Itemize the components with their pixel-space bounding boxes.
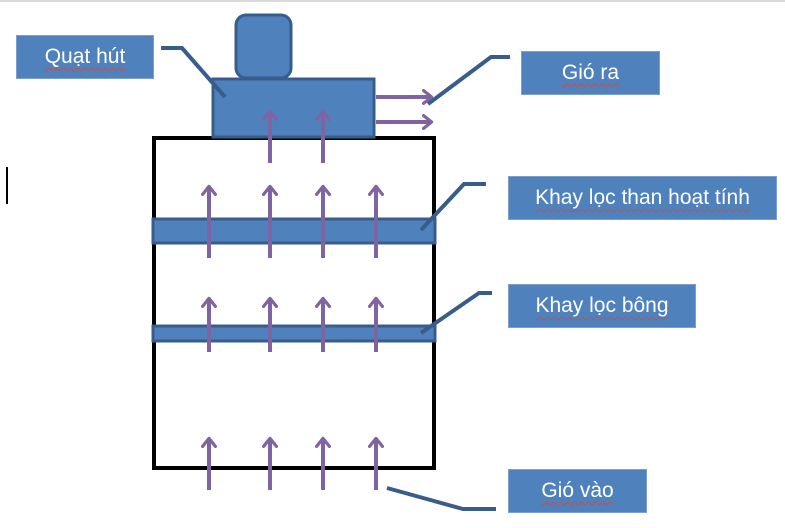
label-carbon-tray-text: Khay lọc than hoạt tính <box>535 186 750 209</box>
label-air-out-text: Gió ra <box>561 61 620 84</box>
callout-line-carbon-tray <box>419 182 486 232</box>
flow-arrows <box>201 89 434 490</box>
label-air-in-text: Gió vào <box>541 479 614 502</box>
cotton-filter-tray <box>151 324 437 343</box>
page-top-border <box>0 0 785 2</box>
callout-line-cotton-tray <box>419 291 492 335</box>
label-carbon-tray: Khay lọc than hoạt tính <box>508 176 777 220</box>
label-cotton-tray: Khay lọc bông <box>508 284 696 328</box>
text-cursor <box>6 167 8 204</box>
label-air-in: Gió vào <box>508 469 647 513</box>
label-fan: Quạt hút <box>16 35 154 79</box>
cabinet-body <box>152 136 436 470</box>
label-air-out: Gió ra <box>521 51 660 95</box>
callout-line-air-out <box>426 55 510 106</box>
callout-line-air-in <box>386 486 496 511</box>
label-fan-text: Quạt hút <box>44 45 126 68</box>
fan-housing <box>211 77 376 139</box>
fan-motor <box>234 13 293 80</box>
callout-line-fan <box>161 46 227 99</box>
label-cotton-tray-text: Khay lọc bông <box>535 294 669 317</box>
carbon-filter-tray <box>151 217 437 245</box>
